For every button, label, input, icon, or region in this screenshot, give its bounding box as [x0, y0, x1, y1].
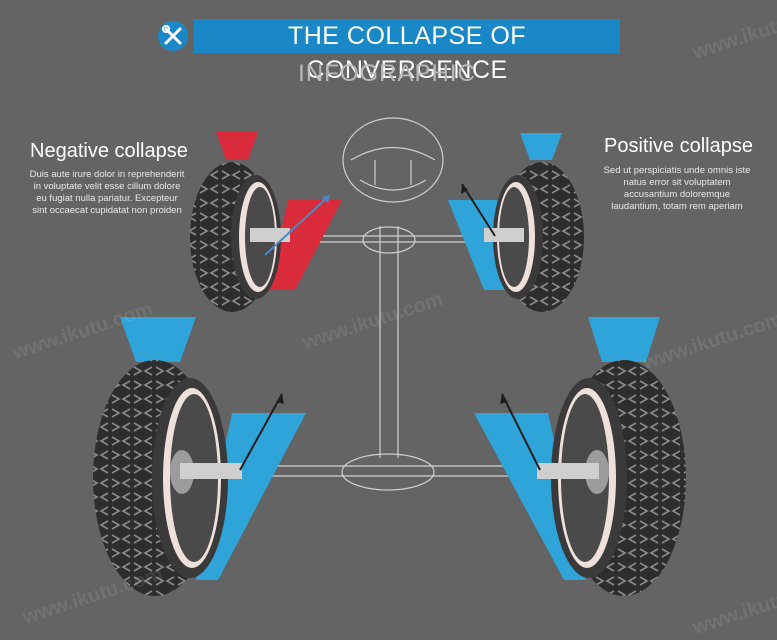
rear-left-wheel — [93, 317, 306, 596]
rear-right-wedge — [474, 413, 586, 580]
steering-wheel — [342, 117, 444, 203]
positive-collapse-body: Sed ut perspiciatis unde omnis iste natu… — [603, 165, 751, 212]
negative-camber-indicator-top — [216, 132, 258, 160]
rear-left-indicator-top — [120, 317, 196, 362]
front-left-arrow — [264, 194, 331, 256]
page-subtitle: INFOGRAPHIC — [298, 60, 476, 87]
positive-camber-indicator-top — [520, 133, 562, 160]
rear-left-axle — [180, 463, 242, 479]
front-right-axle — [484, 228, 524, 242]
page-title: THE COLLAPSE OF CONVERGENCE — [194, 19, 620, 84]
collapse-diagram — [93, 117, 686, 596]
negative-collapse-body: Duis aute irure dolor in reprehenderit i… — [29, 169, 185, 216]
front-left-wheel — [190, 132, 342, 312]
negative-camber-wedge — [268, 200, 342, 290]
rear-right-wheel — [474, 317, 686, 596]
rear-right-axle — [537, 463, 599, 479]
negative-collapse-heading: Negative collapse — [30, 140, 188, 162]
positive-collapse-heading: Positive collapse — [604, 135, 753, 157]
front-right-wheel — [448, 133, 584, 312]
wrench-screwdriver-icon — [158, 21, 188, 51]
front-right-arrow — [461, 183, 496, 237]
rear-left-arrow — [239, 393, 283, 471]
rear-right-indicator-top — [588, 317, 660, 362]
front-left-axle — [250, 228, 290, 242]
rear-right-arrow — [501, 393, 541, 471]
